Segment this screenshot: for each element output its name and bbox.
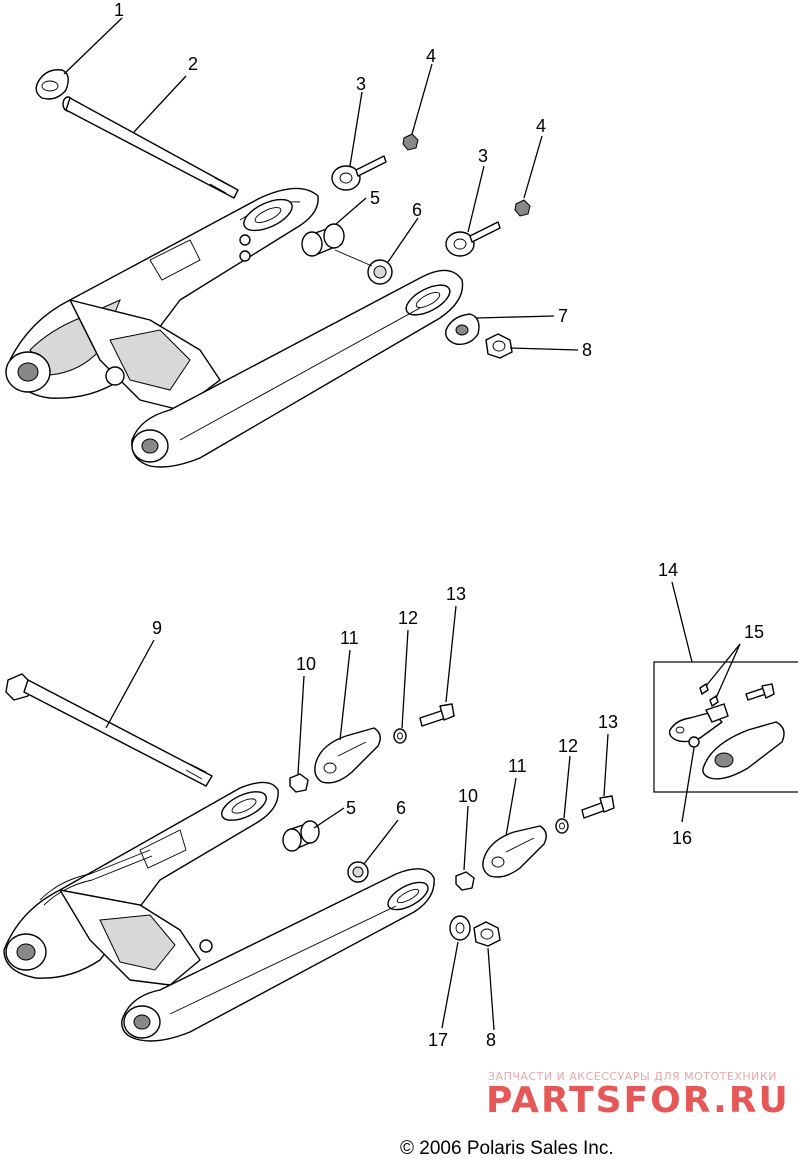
callout-15: 15	[744, 622, 764, 642]
top-leader-lines	[63, 17, 579, 351]
part-3-adjuster-bolt-left	[331, 155, 387, 191]
part-6-spacer-bottom	[347, 861, 369, 883]
callout-8b: 8	[486, 1030, 496, 1050]
bottom-swingarm-left-arm	[3, 781, 279, 979]
bottom-swingarm-assembly: 9 10 11 12 13 5 6 10 11 12 13 14 15 16 1…	[3, 560, 798, 1050]
bottom-leader-lines	[105, 581, 741, 1031]
callout-12: 12	[398, 608, 418, 628]
part-14-detail-box	[653, 661, 798, 793]
callout-13: 13	[446, 584, 466, 604]
part-2-pivot-bolt	[62, 96, 239, 199]
watermark-tagline: ЗАПЧАСТИ И АКСЕССУАРЫ ДЛЯ МОТОТЕХНИКИ	[488, 1070, 777, 1083]
bottom-callout-labels: 9 10 11 12 13 5 6 10 11 12 13 14 15 16 1…	[152, 560, 764, 1050]
callout-9: 9	[152, 618, 162, 638]
part-8-axle-nut-top	[485, 333, 513, 359]
top-swingarm-right-arm	[131, 269, 464, 468]
callout-5b: 5	[346, 798, 356, 818]
callout-7: 7	[558, 306, 568, 326]
copyright-notice: © 2006 Polaris Sales Inc.	[400, 1138, 614, 1159]
callout-6: 6	[412, 200, 422, 220]
part-1-retainer-plate	[35, 69, 69, 100]
callout-11: 11	[340, 628, 359, 648]
part-11-adjuster-right	[482, 825, 547, 878]
callout-12b: 12	[558, 736, 578, 756]
bottom-swingarm-right-arm	[121, 868, 435, 1042]
part-5-bushing-bottom	[282, 820, 320, 852]
top-callout-labels: 1 2 3 4 3 4 5 6 7 8	[114, 0, 592, 360]
callout-17: 17	[428, 1030, 448, 1050]
part-13-bolt-right	[581, 795, 615, 819]
top-swingarm-crossmember	[69, 299, 221, 411]
callout-3: 3	[356, 74, 366, 94]
part-12-washer-left	[393, 728, 407, 744]
part-10-block-left	[289, 773, 309, 793]
part-5-bushing	[301, 223, 345, 257]
part-3-adjuster-bolt-right	[445, 221, 501, 257]
part-4-nut-left	[402, 133, 419, 151]
part-10-block-right	[455, 871, 475, 891]
top-swingarm-left-arm	[5, 187, 319, 399]
callout-6b: 6	[396, 798, 406, 818]
watermark: ЗАПЧАСТИ И АКСЕССУАРЫ ДЛЯ МОТОТЕХНИКИ PA…	[486, 1070, 790, 1121]
part-12-washer-right	[555, 818, 569, 834]
callout-2: 2	[188, 54, 198, 74]
watermark-logo: PARTSFOR.RU	[486, 1080, 790, 1121]
callout-5: 5	[370, 188, 380, 208]
callout-16: 16	[672, 828, 692, 848]
part-15-pin-a	[699, 683, 709, 695]
callout-13b: 13	[598, 712, 618, 732]
part-7-cam-plate	[445, 313, 480, 345]
callout-14: 14	[658, 560, 678, 580]
callout-11b: 11	[508, 756, 527, 776]
callout-1: 1	[114, 0, 124, 20]
part-9-pivot-bolt	[5, 673, 213, 787]
part-17-washer	[449, 915, 471, 941]
part-8-axle-nut-bottom	[473, 921, 501, 947]
part-15-pin-b	[709, 695, 719, 707]
callout-8: 8	[582, 340, 592, 360]
part-4-nut-right	[514, 199, 531, 217]
bottom-swingarm-crossmember	[59, 889, 213, 986]
callout-10: 10	[296, 654, 316, 674]
callout-4: 4	[426, 46, 436, 66]
part-13-bolt-left	[419, 703, 455, 727]
part-16-ring	[688, 736, 700, 748]
part-11-adjuster-left	[314, 727, 381, 784]
callout-10b: 10	[458, 786, 478, 806]
callout-3b: 3	[478, 146, 488, 166]
part-6-spacer	[334, 249, 393, 285]
top-swingarm-assembly: 1 2 3 4 3 4 5 6 7 8	[5, 0, 592, 468]
callout-4b: 4	[536, 116, 546, 136]
